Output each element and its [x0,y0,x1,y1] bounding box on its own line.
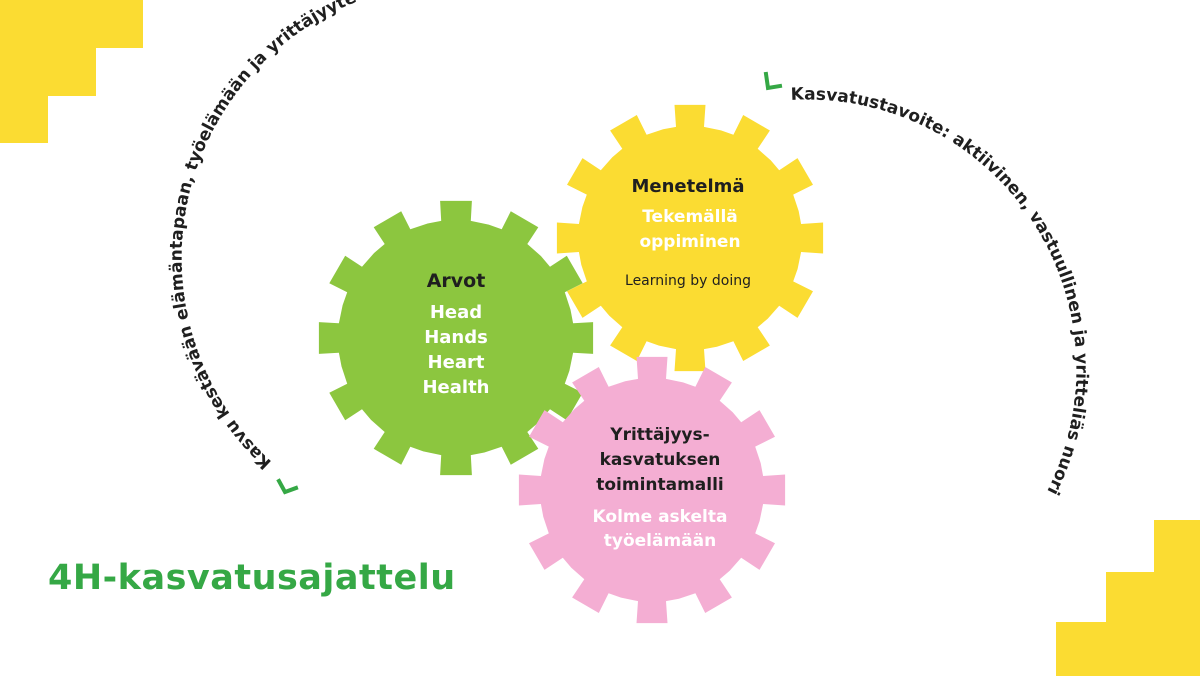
arvot-line-2: Hands [424,327,488,348]
toimintamalli-heading-3: toimintamalli [596,475,724,495]
arc-arrow-top-icon [763,71,783,91]
toimintamalli-heading-2: kasvatuksen [600,450,721,470]
arc-caption-right: Kasvatustavoite: aktiivinen, vastuulline… [790,84,1091,498]
arc-caption-right-text: Kasvatustavoite: aktiivinen, vastuulline… [790,84,1091,498]
menetelma-line-2: oppiminen [639,232,740,252]
gear-menetelma-label: Menetelmä Tekemällä oppiminen Learning b… [625,176,751,289]
toimintamalli-line-1: Kolme askelta [593,507,728,527]
gear-toimintamalli-label: Yrittäjyys- kasvatuksen toimintamalli Ko… [593,425,728,551]
gear-menetelma-shape [556,104,824,372]
arvot-line-4: Health [422,377,489,398]
corner-decoration-bottom-right [1056,520,1200,676]
gear-arvot-label: Arvot Head Hands Heart Health [422,270,489,398]
toimintamalli-line-2: työelämään [604,531,716,551]
gear-arvot-shape [318,200,594,476]
toimintamalli-heading-1: Yrittäjyys- [609,425,709,445]
menetelma-heading: Menetelmä [631,176,744,197]
arc-arrow-left-icon [276,478,299,495]
corner-decoration-top-left [0,0,143,143]
menetelma-line-1: Tekemällä [642,207,738,227]
arvot-heading: Arvot [427,270,486,292]
diagram-title: 4H-kasvatusajattelu [48,558,456,598]
menetelma-note: Learning by doing [625,273,751,289]
arvot-line-3: Heart [428,352,485,373]
arvot-line-1: Head [430,302,482,323]
gear-toimintamalli-shape [518,356,786,624]
